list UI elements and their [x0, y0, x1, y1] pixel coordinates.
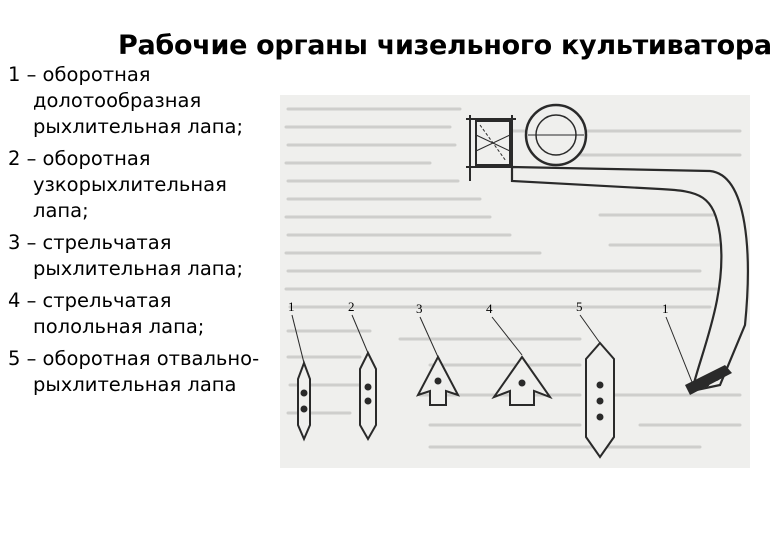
legend-item-3: 3 – стрельчатая рыхлительная лапа; [8, 230, 270, 282]
legend-line: 2 – оборотная [8, 147, 151, 170]
faint-text-lines [284, 107, 742, 449]
legend-line: 4 – стрельчатая [8, 289, 172, 312]
legend-line: рыхлительная лапа [33, 373, 237, 396]
legend-line: лапа; [33, 199, 89, 222]
tool-2-narrow-paw [351, 314, 377, 442]
legend-line: узкорыхлительная [33, 173, 227, 196]
label-3: 3 [416, 301, 423, 316]
legend-line: 5 – оборотная отвально- [8, 347, 260, 370]
slide-title: Рабочие органы чизельного культиватора [118, 30, 772, 61]
label-5: 5 [576, 299, 583, 314]
tool-4-sweep-weeding-paw [491, 316, 553, 406]
legend-list: 1 – оборотная долотообразная рыхлительна… [8, 62, 270, 404]
legend-line: рыхлительная лапа; [33, 257, 244, 280]
shank-tine [685, 365, 732, 395]
figure-svg: 1 2 3 4 5 1 [280, 95, 750, 468]
cultivator-tools-figure: 1 2 3 4 5 1 [280, 95, 750, 468]
legend-item-4: 4 – стрельчатая полольная лапа; [8, 288, 270, 340]
tool-1-chisel-paw [291, 314, 311, 442]
label-1b: 1 [662, 301, 669, 316]
legend-line: рыхлительная лапа; [33, 115, 244, 138]
legend-line: долотообразная [33, 89, 202, 112]
tool-5-moldboard-paw [579, 314, 615, 459]
label-1: 1 [288, 299, 295, 314]
tool-3-sweep-loosening-paw [415, 316, 461, 406]
legend-line: 3 – стрельчатая [8, 231, 172, 254]
label-4: 4 [486, 301, 493, 316]
legend-line: 1 – оборотная [8, 63, 151, 86]
legend-line: полольная лапа; [33, 315, 205, 338]
legend-item-1: 1 – оборотная долотообразная рыхлительна… [8, 62, 270, 140]
legend-item-5: 5 – оборотная отвально- рыхлительная лап… [8, 346, 270, 398]
label-2: 2 [348, 299, 355, 314]
clamp-bracket [466, 115, 516, 181]
spring-ring [524, 103, 588, 167]
legend-item-2: 2 – оборотная узкорыхлительная лапа; [8, 146, 270, 224]
tool-1b-leader [665, 316, 695, 388]
